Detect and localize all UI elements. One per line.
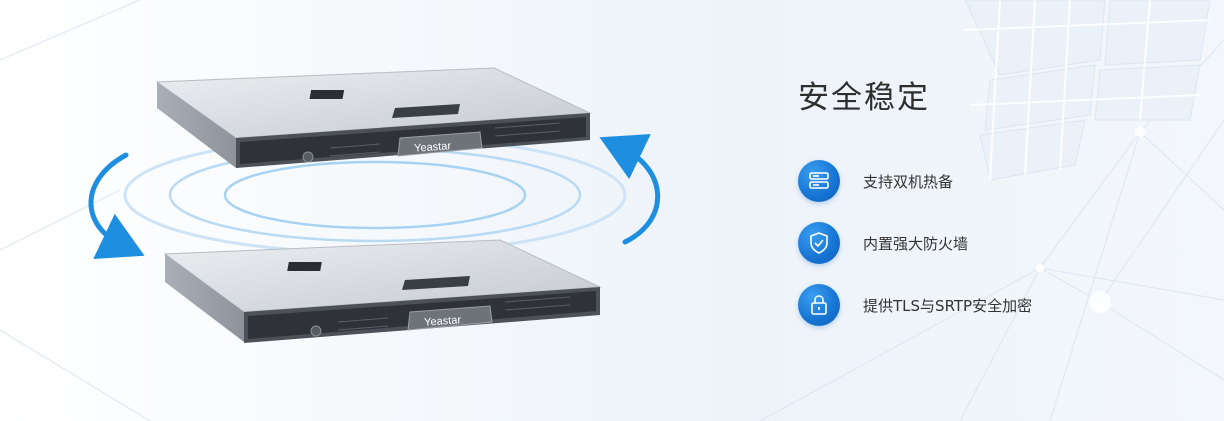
feature-label: 内置强大防火墙 [863, 234, 969, 253]
lock-icon [798, 284, 840, 326]
brand-logo-top: Yeastar [414, 140, 452, 155]
feature-item-encryption: 提供TLS与SRTP安全加密 [798, 284, 1198, 326]
left-arrow [88, 152, 145, 259]
server-unit-top: Yeastar [155, 67, 592, 168]
brand-logo-bottom: Yeastar [424, 314, 462, 329]
hot-standby-illustration: Yeastar Yeastar [88, 67, 661, 343]
security-feature-panel: 安全稳定 支持双机热备 内置强大防火墙 [798, 78, 1198, 346]
server-stack-icon [798, 160, 840, 202]
server-unit-bottom: Yeastar [163, 239, 602, 343]
right-arrow [599, 134, 661, 245]
feature-item-firewall: 内置强大防火墙 [798, 222, 1198, 264]
feature-label: 提供TLS与SRTP安全加密 [863, 296, 1033, 315]
section-title: 安全稳定 [798, 80, 930, 116]
sync-arrows [88, 134, 661, 259]
shield-check-icon [798, 222, 840, 264]
feature-item-hot-standby: 支持双机热备 [798, 160, 1198, 202]
feature-label: 支持双机热备 [863, 172, 954, 191]
